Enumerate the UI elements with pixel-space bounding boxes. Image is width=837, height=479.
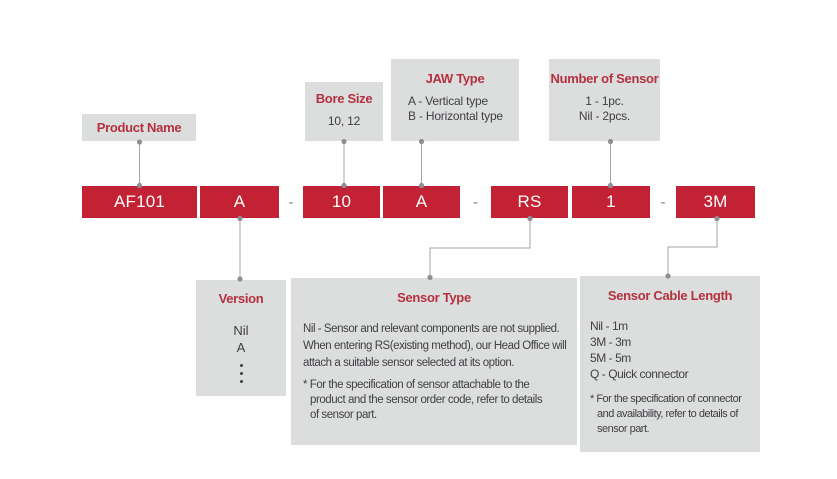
version-title: Version [218,291,264,306]
cable-length-options: Nil - 1m 3M - 3m 5M - 5m Q - Quick conne… [580,318,760,382]
cable-option-3m: 3M - 3m [590,335,631,349]
number-of-sensor-box: Number of Sensor 1 - 1pc. Nil - 2pcs. [549,59,660,141]
sensor-type-title: Sensor Type [397,290,471,305]
cable-option-5m: 5M - 5m [590,351,631,365]
cable-option-nil: Nil - 1m [590,319,628,333]
bore-size-title: Bore Size [315,91,373,106]
version-option-nil: Nil [233,323,249,338]
product-name-box: Product Name [82,114,196,141]
connector-product-name [136,139,143,189]
code-separator-2: - [473,193,478,211]
bore-size-box: Bore Size 10, 12 [305,82,383,141]
version-option-a: A [236,340,246,355]
cable-length-footnote: * For the specification of connector and… [590,393,742,435]
sensor-type-description: Nil - Sensor and relevant components are… [303,323,567,369]
sensor-type-footnote: * For the specification of sensor attach… [303,379,543,421]
sensor-type-box: Sensor Type Nil - Sensor and relevant co… [291,278,577,445]
connector-sensor-type [427,215,533,281]
jaw-type-option-a: A - Vertical type [408,94,488,108]
sensor-count-option-1: 1 - 1pc. [585,94,624,108]
jaw-type-box: JAW Type A - Vertical type B - Horizonta… [391,59,519,141]
version-ellipsis-dots [196,359,286,383]
jaw-type-title: JAW Type [425,71,485,86]
connector-version [237,215,243,282]
sensor-cable-length-box: Sensor Cable Length Nil - 1m 3M - 3m 5M … [580,276,760,452]
connector-bore-size [341,138,347,189]
code-block-sensor-type: RS [491,186,568,218]
code-block-bore-size: 10 [303,186,380,218]
code-separator-3: - [660,193,666,211]
connector-number-of-sensor [607,138,614,189]
number-of-sensor-title: Number of Sensor [550,71,659,86]
connector-cable-length [665,215,720,279]
version-box: Version Nil A [196,280,286,396]
sensor-count-option-nil: Nil - 2pcs. [578,109,631,123]
sensor-cable-length-title: Sensor Cable Length [607,288,733,303]
jaw-type-option-b: B - Horizontal type [408,109,503,123]
code-block-product: AF101 [82,186,197,218]
code-block-sensor-count: 1 [572,186,650,218]
code-block-cable-length: 3M [676,186,755,218]
code-block-version: A [200,186,279,218]
bore-size-values: 10, 12 [327,114,361,128]
code-separator-1: - [288,193,294,211]
connector-jaw-type [418,138,425,189]
code-block-jaw-type: A [383,186,460,218]
cable-option-q: Q - Quick connector [590,367,689,381]
product-name-title: Product Name [96,120,182,135]
